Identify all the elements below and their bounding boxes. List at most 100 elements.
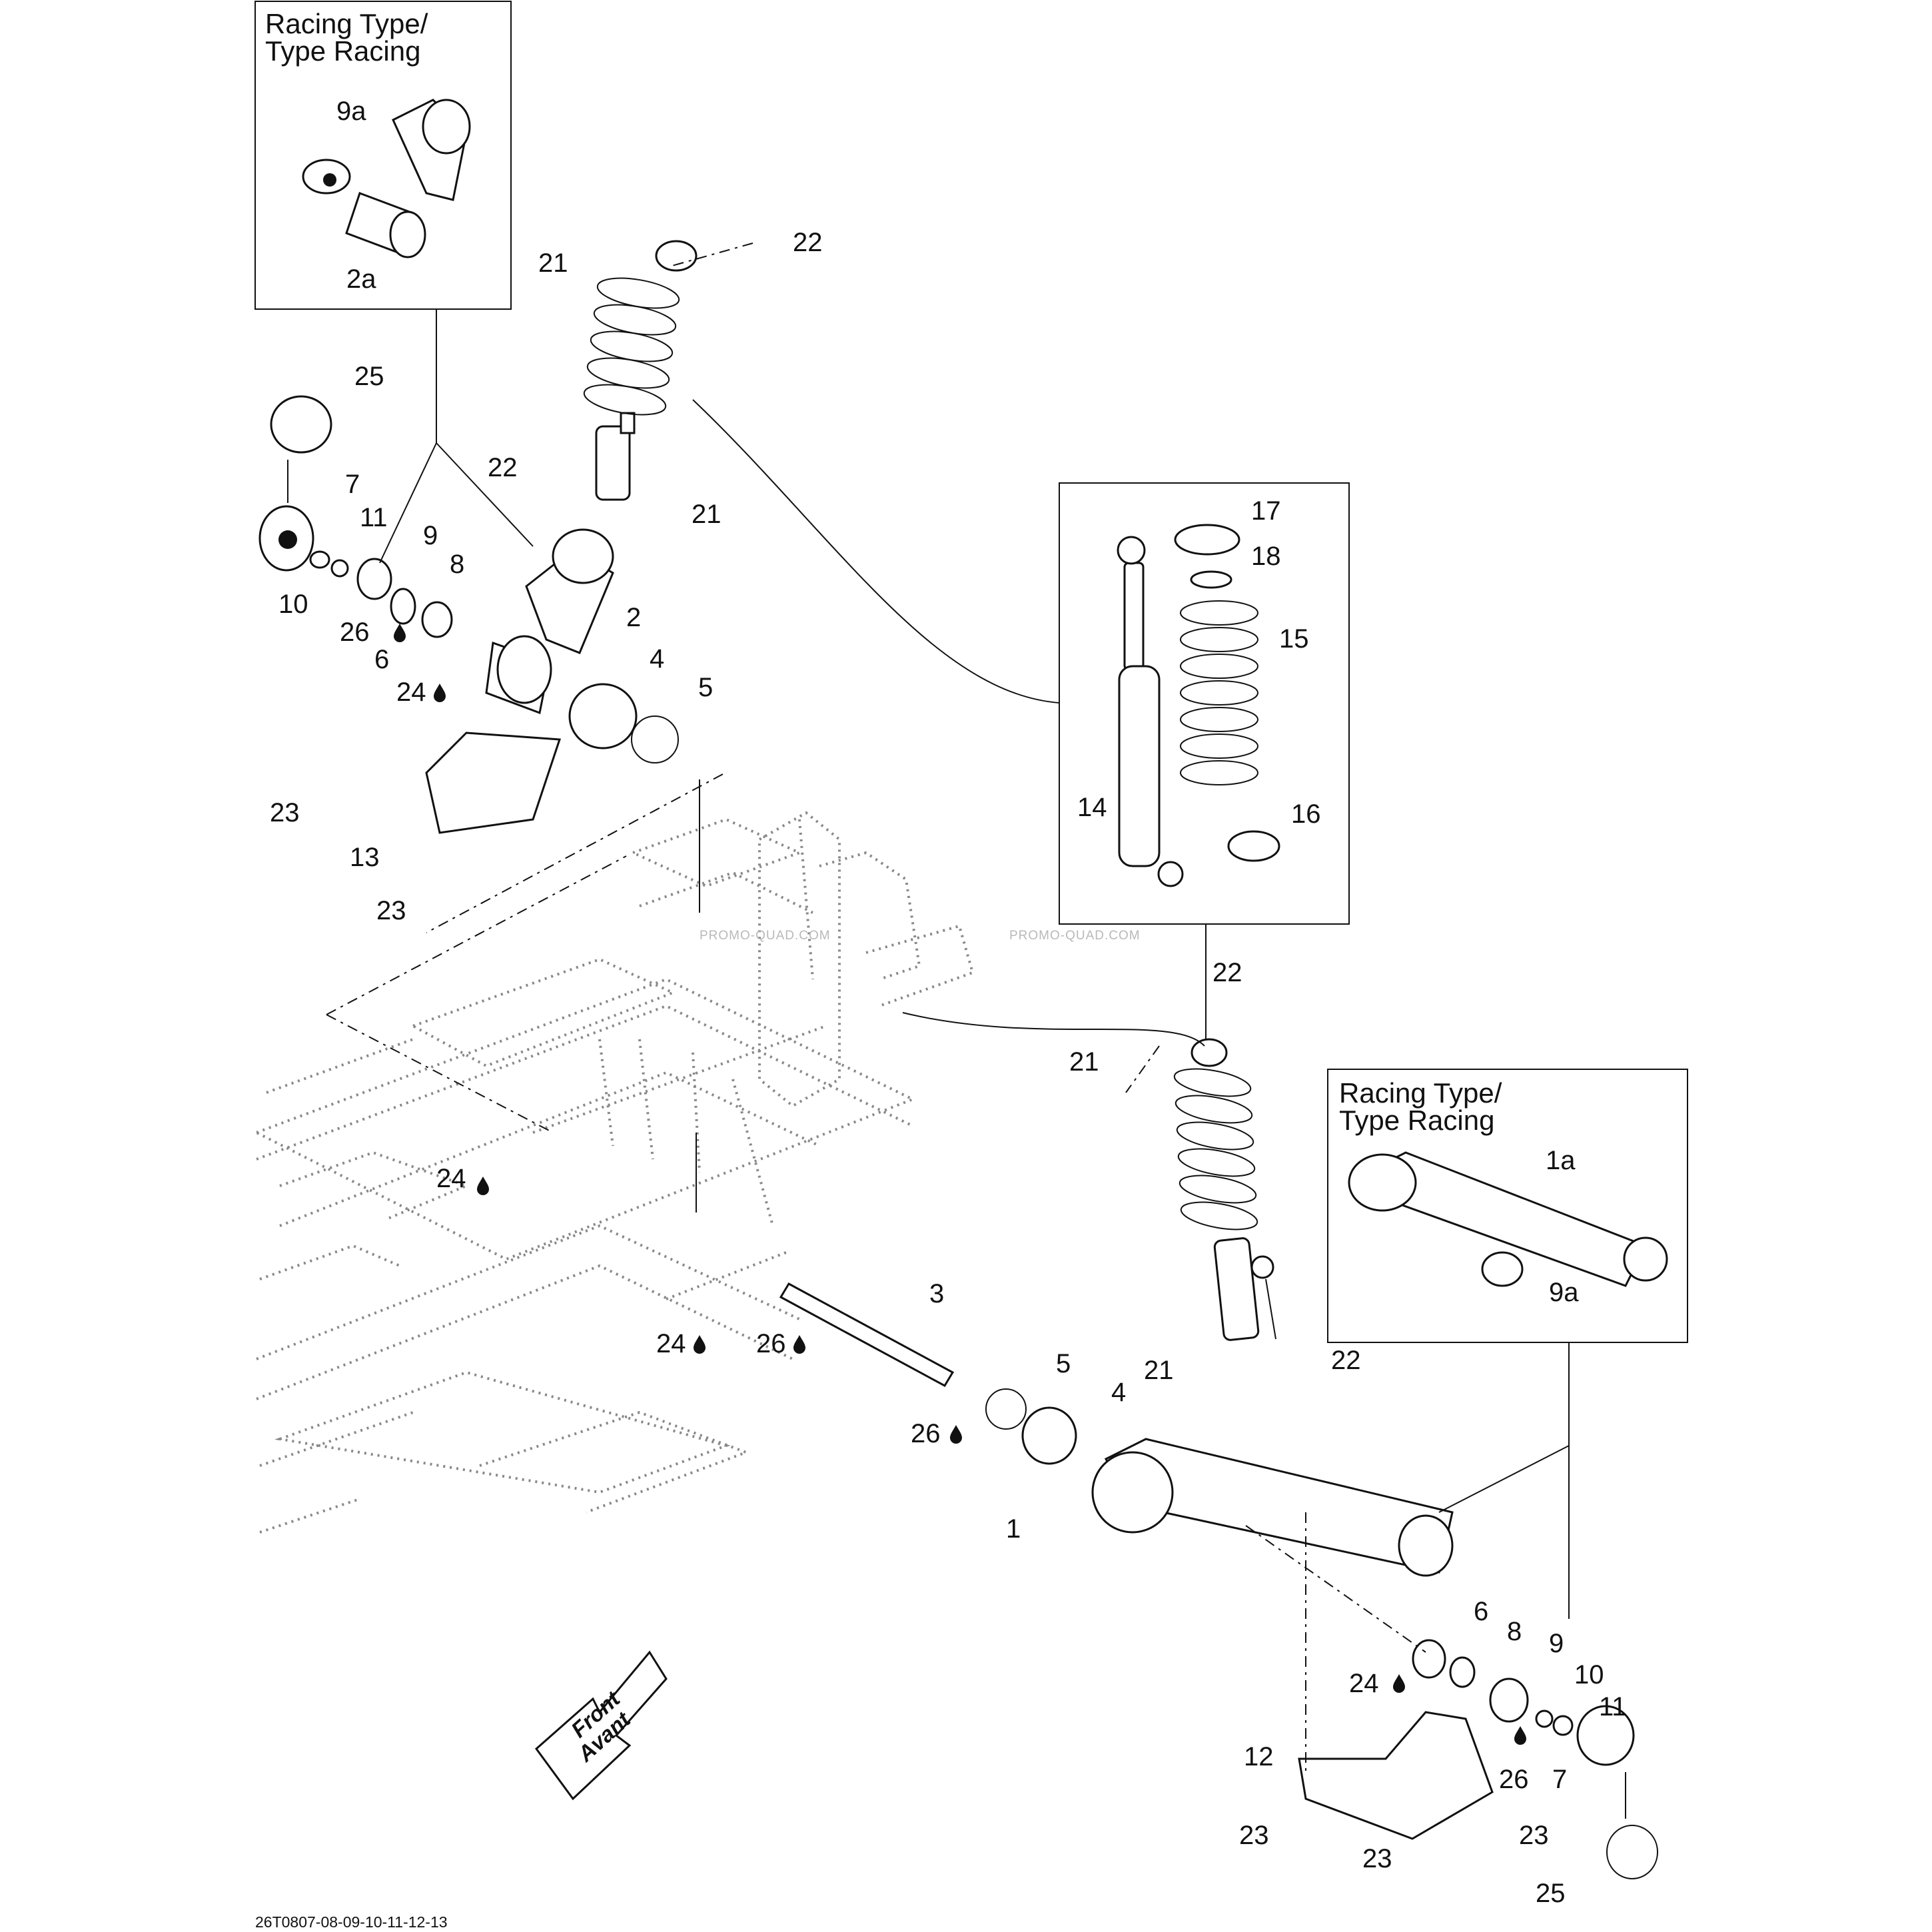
spring-seat-17	[1174, 524, 1240, 556]
vehicle-frame	[253, 811, 975, 1534]
label-12: 12	[1244, 1742, 1274, 1771]
nut-11	[309, 550, 330, 569]
inset-title-line2: Type Racing	[265, 35, 420, 67]
label-21: 21	[692, 500, 722, 529]
circlip-5	[985, 1388, 1027, 1430]
label-10: 10	[1574, 1660, 1604, 1690]
guard-13	[425, 731, 562, 834]
label-23: 23	[1362, 1844, 1392, 1873]
label-1a: 1a	[1546, 1146, 1576, 1175]
label-4: 4	[650, 644, 664, 674]
diagram-reference-code: 26T0807-08-09-10-11-12-13	[255, 1913, 448, 1931]
grease-drop-icon	[1393, 1674, 1405, 1693]
label-9a: 9a	[336, 97, 366, 126]
label-21: 21	[1144, 1356, 1174, 1385]
label-23: 23	[1519, 1821, 1549, 1850]
label-23: 23	[270, 798, 300, 827]
label-24: 24	[656, 1329, 686, 1358]
label-6: 6	[374, 645, 389, 674]
label-22: 22	[1331, 1346, 1361, 1375]
label-1: 1	[1006, 1514, 1021, 1544]
lower-seat-16	[1227, 830, 1280, 862]
label-2: 2	[626, 603, 641, 632]
label-16: 16	[1291, 799, 1321, 829]
washer-10	[330, 559, 349, 578]
inset-title-line1: Racing Type/	[1339, 1077, 1502, 1109]
seal-ring-25	[1606, 1825, 1658, 1879]
label-10: 10	[278, 590, 308, 619]
connector-lines	[287, 242, 1626, 1819]
label-24: 24	[396, 678, 426, 707]
seal-6	[1412, 1639, 1446, 1679]
label-21: 21	[538, 248, 568, 278]
label-23: 23	[376, 896, 406, 925]
watermark-text: PROMO-QUAD.COM	[1009, 929, 1141, 943]
label-7: 7	[345, 470, 360, 499]
bushing-9	[1489, 1678, 1529, 1723]
inset-title-line1: Racing Type/	[265, 8, 428, 39]
label-4: 4	[1111, 1378, 1126, 1407]
bushing-9a	[1481, 1251, 1524, 1287]
front-direction-sign: Front Avant	[534, 1650, 668, 1801]
grease-drop-icon	[694, 1335, 706, 1354]
watermark-text: PROMO-QUAD.COM	[700, 929, 831, 943]
label-9a: 9a	[1549, 1278, 1579, 1307]
seal-6	[421, 601, 453, 638]
grease-drop-icon	[793, 1335, 805, 1354]
grease-drop-icon	[434, 684, 446, 702]
racing-type-inset-top: Racing Type/ Type Racing	[254, 1, 512, 310]
shock-components-inset	[1059, 482, 1350, 925]
label-13: 13	[350, 843, 380, 872]
bearing-4	[568, 683, 638, 749]
bushing-9	[356, 558, 392, 600]
shock-body-14	[1118, 665, 1161, 867]
left-pivot-parts	[258, 395, 679, 834]
label-11: 11	[360, 503, 388, 532]
upper-shock-absorber	[583, 240, 698, 501]
label-8: 8	[1507, 1617, 1522, 1646]
label-22: 22	[1212, 958, 1242, 987]
washer-10	[1535, 1709, 1554, 1728]
shaft-3	[779, 1282, 955, 1388]
label-17: 17	[1251, 496, 1281, 526]
label-5: 5	[1056, 1349, 1071, 1378]
oring-8	[390, 588, 416, 625]
guard-12	[1298, 1711, 1494, 1840]
label-25: 25	[354, 362, 384, 391]
label-11: 11	[1599, 1692, 1627, 1721]
label-8: 8	[450, 550, 464, 579]
label-9: 9	[1549, 1629, 1564, 1658]
grease-drop-icon	[477, 1177, 489, 1195]
label-2a: 2a	[346, 264, 376, 294]
label-7: 7	[1552, 1765, 1567, 1794]
label-15: 15	[1279, 624, 1309, 654]
inset-title-line2: Type Racing	[1339, 1105, 1494, 1136]
spring-15	[1180, 600, 1258, 785]
label-6: 6	[1474, 1597, 1488, 1626]
label-22: 22	[488, 453, 518, 482]
lower-shock-absorber	[1173, 1038, 1274, 1341]
grease-drop-icon	[394, 624, 406, 642]
bearing-4	[1021, 1406, 1077, 1465]
grease-drop-icon	[1514, 1726, 1526, 1745]
seal-ring-25	[270, 395, 332, 454]
label-24: 24	[436, 1164, 466, 1193]
retainer-18	[1190, 570, 1232, 589]
label-25: 25	[1536, 1879, 1566, 1908]
shock-rod-14	[1123, 562, 1145, 671]
callout-labels: 9a 2a 21 22 25 22 21 7 11 9 8 10 26 2 6 …	[270, 97, 1627, 1908]
label-3: 3	[929, 1279, 944, 1308]
label-14: 14	[1077, 793, 1107, 822]
label-5: 5	[698, 673, 713, 702]
label-26: 26	[340, 618, 370, 647]
oring-8	[1449, 1656, 1476, 1688]
frame-mount-line	[326, 855, 627, 1015]
label-26: 26	[911, 1419, 941, 1448]
cap-7	[1576, 1705, 1635, 1766]
label-24: 24	[1349, 1669, 1379, 1698]
racing-type-inset-right: Racing Type/ Type Racing	[1327, 1069, 1688, 1343]
label-18: 18	[1251, 542, 1281, 571]
label-26: 26	[756, 1329, 786, 1358]
label-9: 9	[423, 521, 438, 550]
